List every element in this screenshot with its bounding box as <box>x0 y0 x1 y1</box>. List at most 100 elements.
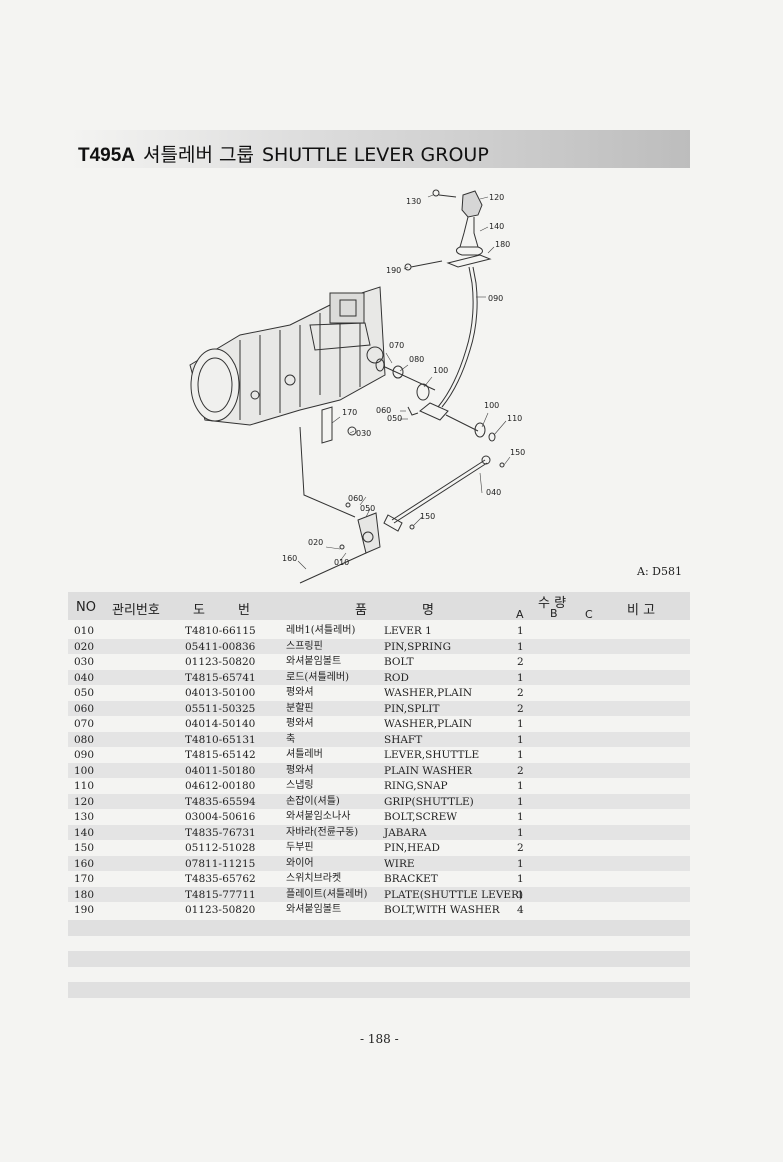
diagram-label: 020 <box>308 538 323 547</box>
table-cell-no: 170 <box>74 873 95 885</box>
table-cell-eng: PLAIN WASHER <box>384 764 473 777</box>
table-cell-no: 160 <box>74 857 95 870</box>
table-cell-eng: LEVER,SHUTTLE <box>384 749 480 761</box>
table-cell-eng: BOLT,SCREW <box>384 811 458 823</box>
diagram-label: 150 <box>420 512 435 521</box>
table-cell-kor: 평와셔 <box>286 718 314 729</box>
transmission-housing-drawing <box>189 286 386 426</box>
table-row-band <box>68 886 690 902</box>
table-cell-part: T4815-77711 <box>185 888 256 901</box>
table-cell-no: 140 <box>74 826 95 839</box>
table-cell-eng: PIN,HEAD <box>384 842 440 854</box>
diagram-label: 060 <box>348 494 363 503</box>
group-code: T495A <box>78 145 136 166</box>
table-filler <box>68 951 690 967</box>
table-cell-qty: 2 <box>517 702 524 715</box>
table-cell-no: 020 <box>74 640 95 653</box>
table-cell-part: 04014-50140 <box>185 718 256 730</box>
header-name-2: 명 <box>422 603 434 618</box>
table-cell-kor: 자바라(전륜구동) <box>286 826 359 838</box>
title-bar <box>68 130 690 168</box>
table-cell-part: T4815-65741 <box>185 671 256 684</box>
table-cell-no: 040 <box>74 671 95 684</box>
table-cell-qty: 2 <box>517 687 524 699</box>
table-cell-eng: PIN,SPRING <box>384 640 451 653</box>
table-cell-qty: 1 <box>517 625 524 637</box>
table-cell-qty: 1 <box>517 873 524 885</box>
table-cell-kor: 평와셔 <box>286 687 314 698</box>
lever-and-wire-drawing <box>299 426 381 584</box>
diagram-label: 050 <box>387 414 402 423</box>
table-cell-kor: 축 <box>286 733 296 745</box>
table-filler <box>68 920 690 936</box>
table-cell-no: 080 <box>74 733 95 746</box>
table-filler <box>68 982 690 998</box>
table-cell-kor: 와셔붙임소나사 <box>286 811 351 822</box>
table-cell-qty: 1 <box>517 826 524 839</box>
table-cell-eng: JABARA <box>384 826 427 839</box>
table-cell-qty: 1 <box>517 888 524 901</box>
table-cell-part: 03004-50616 <box>185 811 256 823</box>
table-cell-part: T4835-65762 <box>185 873 256 885</box>
header-management-number: 관리번호 <box>112 603 160 618</box>
table-cell-kor: 와셔붙임볼트 <box>286 904 342 915</box>
table-cell-qty: 1 <box>517 795 524 808</box>
header-remarks: 비 고 <box>627 603 656 618</box>
table-cell-eng: WIRE <box>384 857 415 870</box>
diagram-reference: A: D581 <box>637 565 682 578</box>
table-cell-no: 050 <box>74 687 95 699</box>
diagram-label: 090 <box>488 294 503 303</box>
table-cell-eng: BOLT,WITH WASHER <box>384 904 500 916</box>
table-cell-kor: 레버1(셔틀레버) <box>286 625 356 636</box>
table-cell-no: 120 <box>74 795 95 808</box>
table-row-band <box>68 731 690 747</box>
diagram-label: 080 <box>409 355 424 364</box>
table-cell-eng: PLATE(SHUTTLE LEVER) <box>384 888 524 901</box>
table-cell-part: 04013-50100 <box>185 687 256 699</box>
table-cell-part: 04612-00180 <box>185 780 256 792</box>
table-cell-kor: 셔틀레버 <box>286 749 323 760</box>
diagram-label: 070 <box>389 341 404 350</box>
table-cell-qty: 4 <box>517 904 524 916</box>
diagram-label: 040 <box>486 488 501 497</box>
table-cell-qty: 1 <box>517 671 524 684</box>
exploded-parts-diagram: 130 120 140 180 190 090 070 080 100 060 … <box>189 189 525 584</box>
table-cell-qty: 1 <box>517 640 524 653</box>
table-cell-part: 01123-50820 <box>185 904 256 916</box>
table-cell-kor: 스냅링 <box>286 780 314 791</box>
table-cell-no: 150 <box>74 842 95 854</box>
table-cell-eng: SHAFT <box>384 733 423 746</box>
table-header-band <box>68 592 690 620</box>
table-cell-kor: 스위치브라켓 <box>286 873 342 884</box>
header-quantity: 수 량 <box>538 596 567 611</box>
table-cell-kor: 로드(셔틀레버) <box>286 671 350 683</box>
table-cell-no: 130 <box>74 811 95 823</box>
table-row-band <box>68 669 690 685</box>
header-no: NO <box>76 600 96 615</box>
diagram-label: 160 <box>282 554 297 563</box>
table-cell-eng: ROD <box>384 671 409 684</box>
header-qty-a: A <box>516 608 524 621</box>
table-cell-no: 190 <box>74 904 95 916</box>
header-qty-c: C <box>585 608 593 621</box>
diagram-label: 170 <box>342 408 357 417</box>
part-number-labels: 130 120 140 180 190 090 070 080 100 060 … <box>282 193 525 567</box>
diagram-label: 110 <box>507 414 522 423</box>
table-cell-no: 010 <box>74 625 95 637</box>
diagram-label: 130 <box>406 197 421 206</box>
header-name-1: 품 <box>355 603 367 618</box>
table-cell-qty: 1 <box>517 780 524 792</box>
table-cell-no: 110 <box>74 780 95 792</box>
table-row-band <box>68 762 690 778</box>
table-cell-part: 05411-00836 <box>185 640 256 653</box>
table-cell-eng: PIN,SPLIT <box>384 702 440 715</box>
table-cell-kor: 분할핀 <box>286 702 314 714</box>
table-cell-qty: 2 <box>517 656 524 668</box>
rod-drawing <box>383 455 505 532</box>
group-title-korean: 셔틀레버 그룹 <box>143 144 254 166</box>
table-cell-part: 01123-50820 <box>185 656 256 668</box>
table-cell-eng: BOLT <box>384 656 414 668</box>
table-row-band <box>68 793 690 809</box>
table-cell-kor: 플레이트(셔틀레버) <box>286 888 368 900</box>
